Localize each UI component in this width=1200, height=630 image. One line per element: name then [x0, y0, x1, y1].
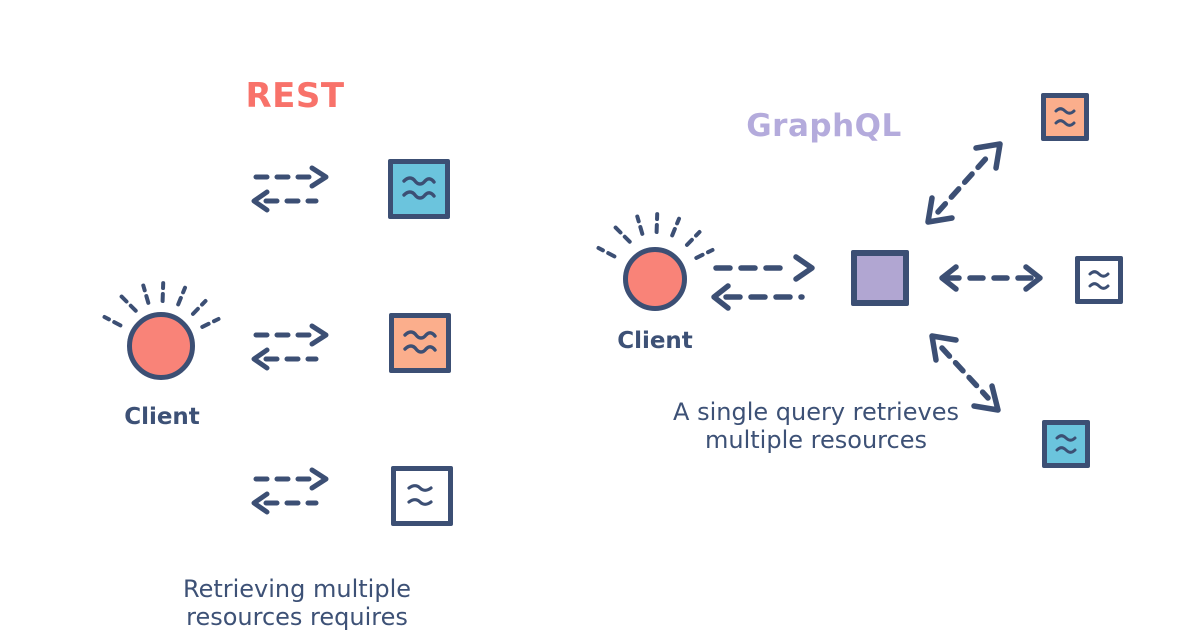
document-lines-icon [1055, 434, 1077, 454]
request-response-arrows-2 [251, 323, 329, 371]
graphql-request-response-arrows [711, 254, 815, 311]
document-lines-icon [407, 484, 433, 506]
rest-client-label: Client [124, 404, 200, 430]
client-rays-icon [102, 281, 221, 329]
double-arrow-horizontal-icon [939, 264, 1043, 292]
rest-client-circle [127, 312, 195, 380]
document-lines-icon [403, 330, 437, 354]
graphql-server-orange [1041, 93, 1089, 141]
graphql-client-circle [623, 247, 687, 311]
double-arrow-up-right-icon [925, 141, 1003, 225]
graphql-client-label: Client [617, 328, 693, 354]
rest-server-orange [389, 313, 451, 373]
document-lines-icon [402, 176, 436, 200]
rest-server-white [391, 466, 453, 526]
graphql-server-blue [1042, 420, 1090, 468]
graphql-caption: A single query retrieves multiple resour… [673, 398, 959, 455]
client-rays-icon [596, 212, 715, 260]
graphql-server-white [1075, 256, 1123, 304]
graphql-gateway [851, 250, 909, 306]
graphql-title: GraphQL [746, 108, 902, 144]
request-response-arrows-3 [251, 467, 329, 515]
document-lines-icon [1088, 270, 1110, 290]
request-response-arrows-1 [251, 165, 329, 213]
rest-caption: Retrieving multiple resources requires [182, 575, 412, 630]
rest-server-blue [388, 159, 450, 219]
document-lines-icon [1054, 107, 1076, 127]
rest-title: REST [245, 76, 345, 116]
double-arrow-down-right-icon [929, 333, 1001, 413]
